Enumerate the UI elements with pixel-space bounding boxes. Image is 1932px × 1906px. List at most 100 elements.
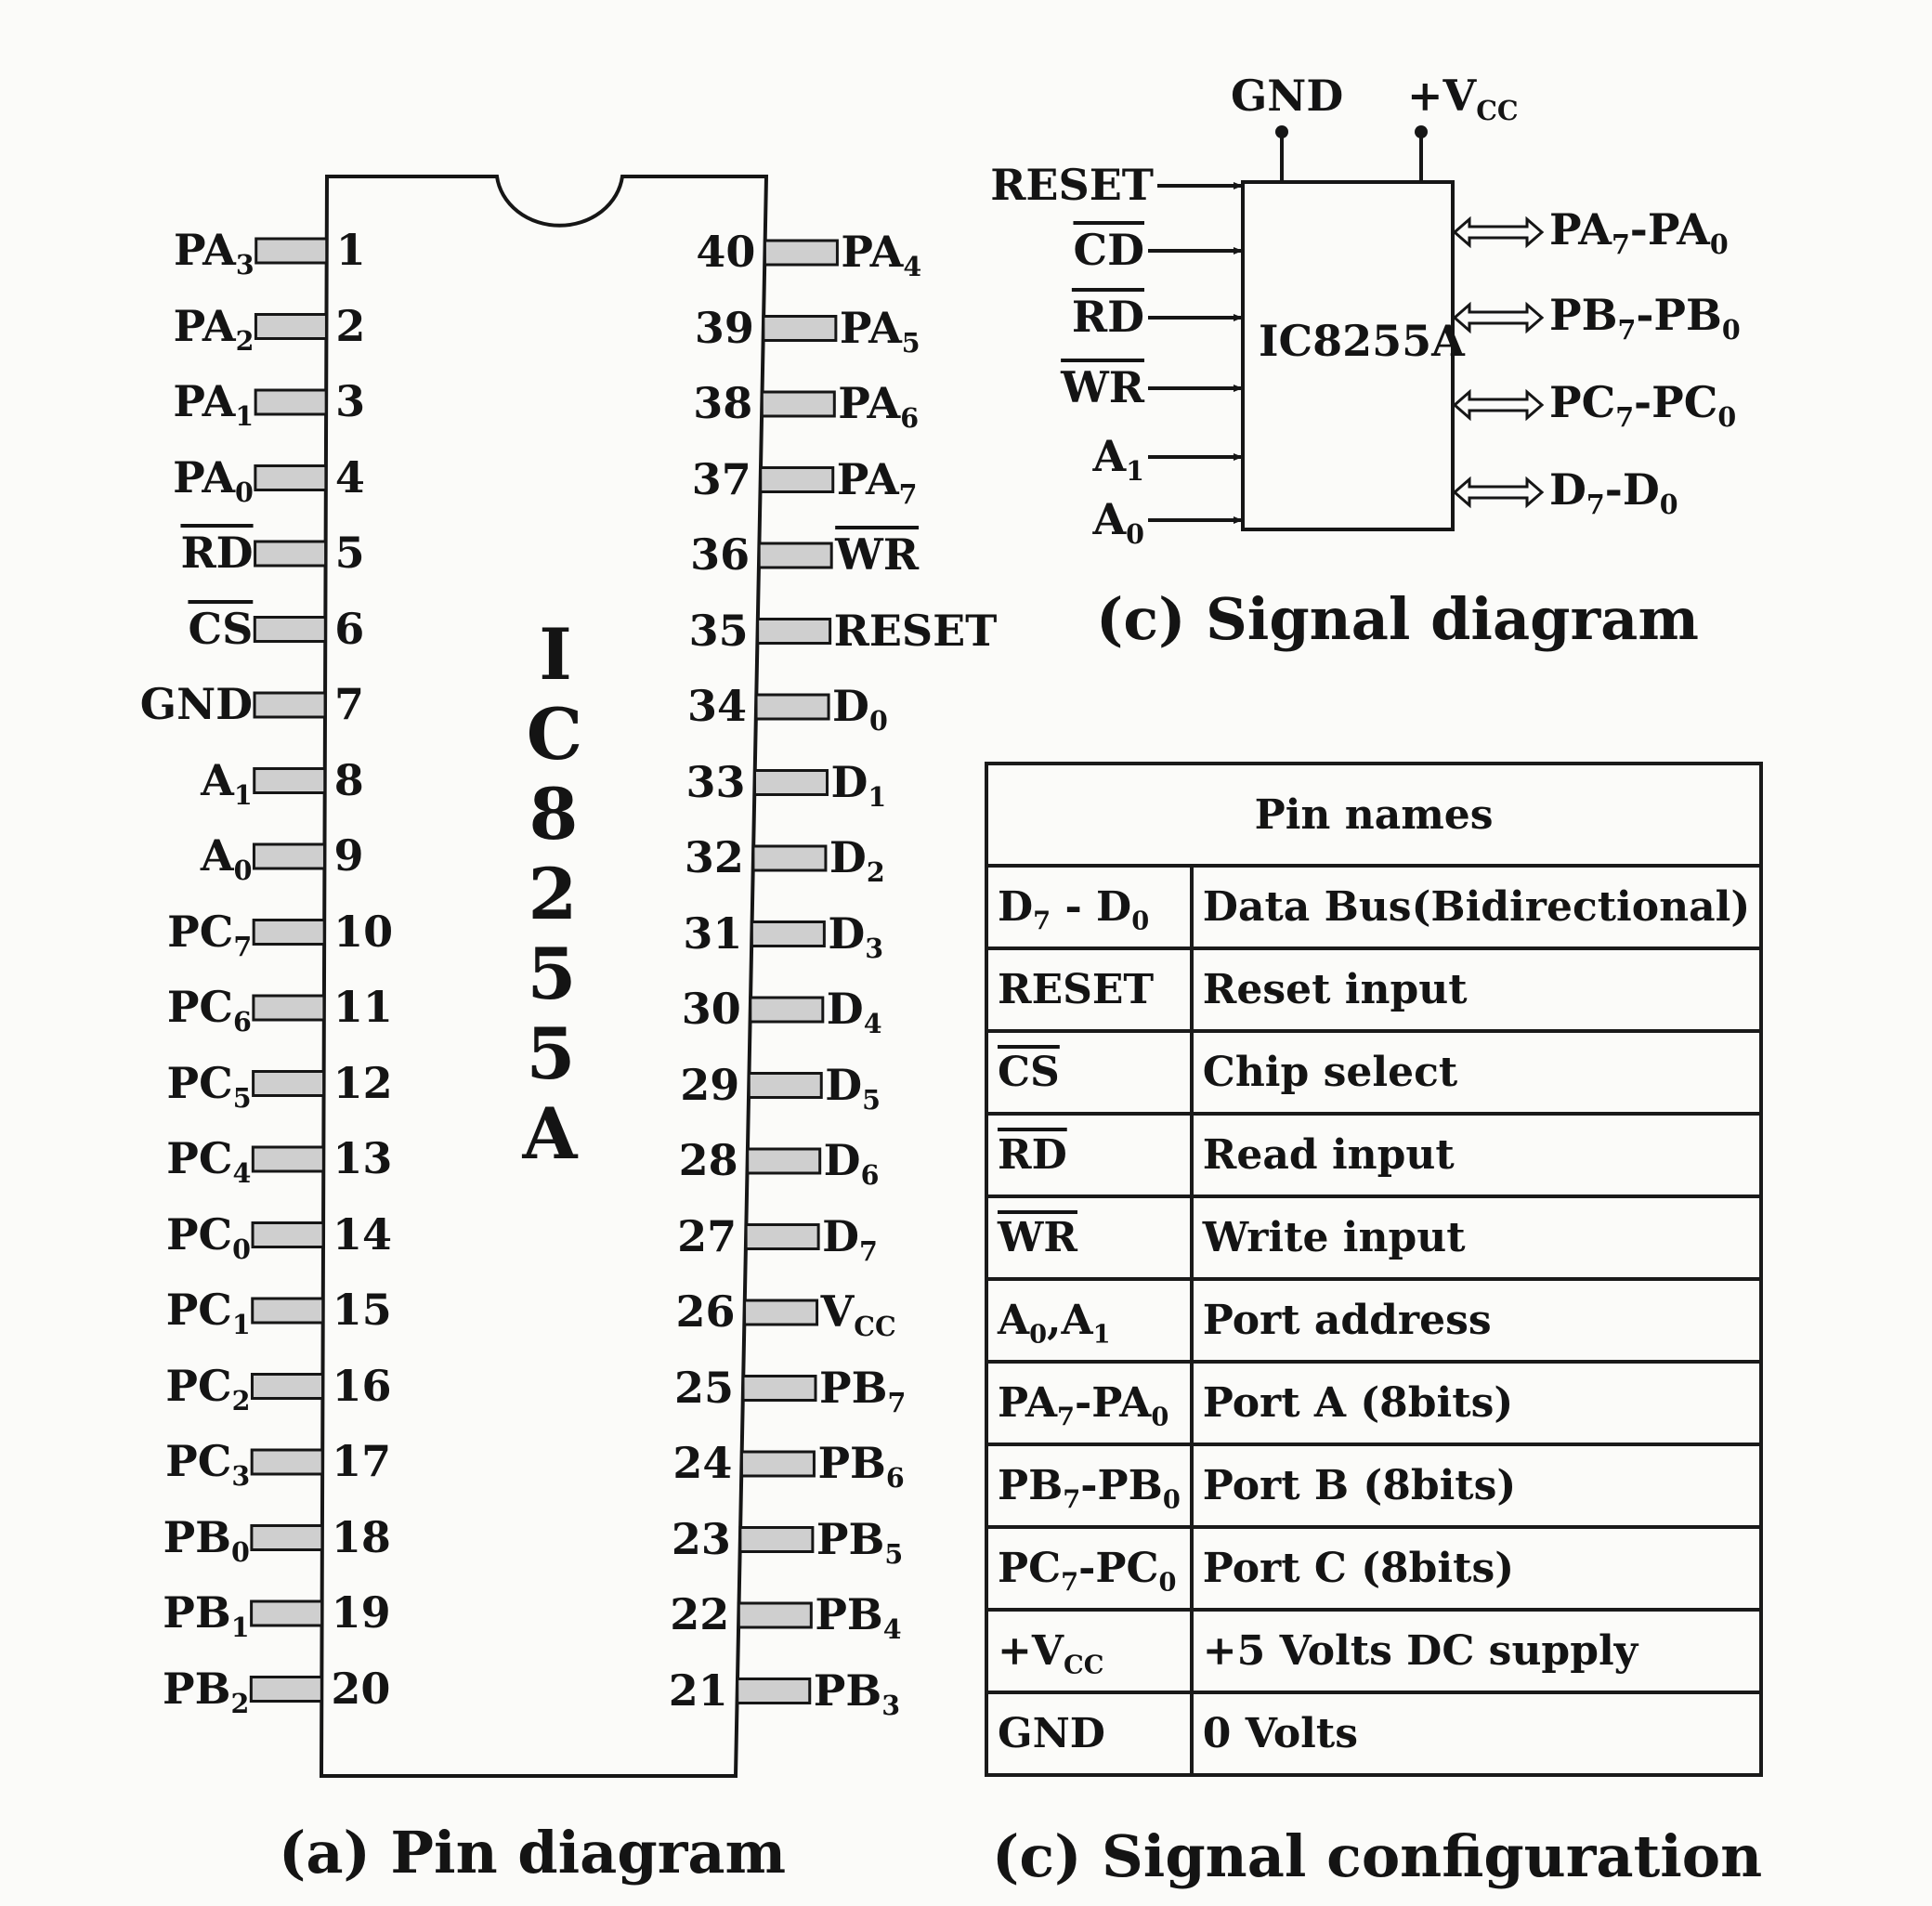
pin-lead (252, 842, 326, 870)
signal-input-name: A (1092, 431, 1127, 481)
pin-label: D0 (832, 683, 888, 734)
pin-label: PB2 (91, 1665, 249, 1717)
table-header-row: Pin names (984, 762, 1764, 868)
table-cell-pin: PA7-PA0 (985, 1360, 1194, 1446)
pin-number: 39 (694, 302, 754, 353)
pin-number: 6 (334, 603, 365, 654)
pin-lead (757, 542, 833, 569)
pin-label-subscript: 6 (233, 1005, 252, 1038)
chip-name-letter: 8 (529, 773, 579, 855)
pin-number: 15 (332, 1285, 392, 1335)
pin-label-subscript: 4 (863, 1007, 882, 1039)
table-pin-name: PB (998, 1462, 1064, 1509)
table-cell-pin: RESET (985, 946, 1194, 1033)
pin-lead (253, 767, 327, 794)
pin-label-subscript: 7 (233, 930, 253, 962)
signal-input-subscript: 1 (1126, 454, 1144, 487)
pin-number: 20 (331, 1663, 391, 1714)
pin-label: GND (95, 681, 253, 727)
table-cell-pin: PC7-PC0 (985, 1525, 1194, 1612)
bidirectional-arrow (1452, 301, 1545, 334)
pin-lead (255, 237, 329, 265)
signal-block (1241, 180, 1455, 531)
pin-lead (736, 1678, 812, 1704)
signal-output-end: PB (1653, 290, 1722, 340)
pin-lead (737, 1601, 813, 1629)
pin-lead (763, 239, 839, 267)
pin-label: PC1 (93, 1286, 251, 1338)
chip-name-letter: A (522, 1092, 578, 1175)
pin-number: 24 (672, 1438, 733, 1488)
pin-label-name: RD (180, 528, 254, 578)
pin-label-name: PA (173, 451, 236, 503)
table-pin-name-2: ,A (1047, 1297, 1093, 1344)
table-cell-pin: WR (985, 1195, 1194, 1281)
pin-label-subscript: 4 (903, 250, 922, 282)
pin-number: 35 (688, 605, 749, 656)
signal-input-label: CD (959, 227, 1144, 273)
pin-lead (250, 1373, 324, 1400)
pin-lead (254, 464, 328, 491)
pin-label-name: PC (165, 1360, 232, 1411)
signal-output-start-subscript: 7 (1586, 488, 1605, 520)
table-pin-name-2: - D (1051, 883, 1132, 931)
pin-label-subscript: 0 (868, 704, 888, 737)
pin-label-subscript: 5 (884, 1537, 904, 1570)
table-pin-name: D (998, 883, 1034, 931)
pin-label-name: D (828, 907, 866, 959)
table-cell-description: Port B (8bits) (1189, 1443, 1764, 1529)
table-pin-subscript: 7 (1061, 1567, 1079, 1598)
pin-label-name: RESET (833, 605, 998, 656)
pin-label: PA6 (838, 380, 919, 431)
pin-number: 2 (335, 300, 366, 351)
table-pin-name: WR (998, 1214, 1077, 1261)
pin-number: 36 (690, 529, 751, 580)
pin-label-name: D (826, 984, 864, 1034)
pin-label-subscript: 1 (235, 399, 255, 432)
table-pin-name: PA (998, 1379, 1058, 1427)
signal-output-end: PA (1647, 204, 1710, 255)
table-pin-name: RESET (998, 966, 1155, 1013)
pin-number: 1 (335, 225, 366, 275)
table-pin-subscript-2: 0 (1151, 1402, 1169, 1432)
pin-label-subscript: 3 (231, 1459, 251, 1492)
signal-output-start-subscript: 7 (1617, 313, 1637, 346)
pin-number: 9 (333, 830, 364, 881)
pin-label-name: CS (188, 603, 254, 654)
table-cell-pin: PB7-PB0 (985, 1443, 1194, 1529)
pin-label-subscript: 2 (235, 324, 255, 357)
signal-output-start: PB (1549, 290, 1618, 340)
signal-output-label: D7-D0 (1549, 464, 1678, 520)
pin-number: 32 (684, 832, 744, 882)
table-cell-pin: A0,A1 (985, 1277, 1194, 1364)
pin-number: 28 (678, 1135, 738, 1185)
pin-label-subscript: 6 (885, 1461, 905, 1494)
pin-label: PB6 (817, 1440, 904, 1491)
pin-number: 29 (680, 1059, 740, 1110)
pin-label-subscript: 4 (882, 1612, 902, 1645)
bidirectional-arrow (1452, 476, 1545, 509)
pin-lead (754, 693, 830, 721)
signal-output-start: D (1549, 464, 1586, 515)
table-pin-subscript: 7 (1033, 906, 1051, 936)
table-pin-name-2: -PA (1075, 1379, 1152, 1427)
pin-number: 27 (677, 1210, 738, 1261)
pin-label-subscript: 1 (231, 1308, 251, 1340)
pin-lead (250, 1524, 324, 1551)
pin-lead (252, 1070, 326, 1097)
pin-lead (252, 994, 326, 1022)
pin-label-name: A (201, 754, 234, 805)
chip-name-letter: 2 (528, 853, 578, 935)
pin-label: PA3 (97, 227, 255, 278)
pin-label-subscript: 3 (865, 932, 884, 964)
pin-number: 18 (331, 1511, 391, 1562)
pin-lead (747, 1072, 823, 1099)
signal-input-label: RD (959, 294, 1144, 340)
vcc-label: +VCC (1407, 71, 1519, 126)
pin-label-subscript: 2 (866, 855, 885, 888)
table-pin-subscript-2: 1 (1092, 1319, 1111, 1350)
pin-label: A0 (94, 832, 253, 883)
